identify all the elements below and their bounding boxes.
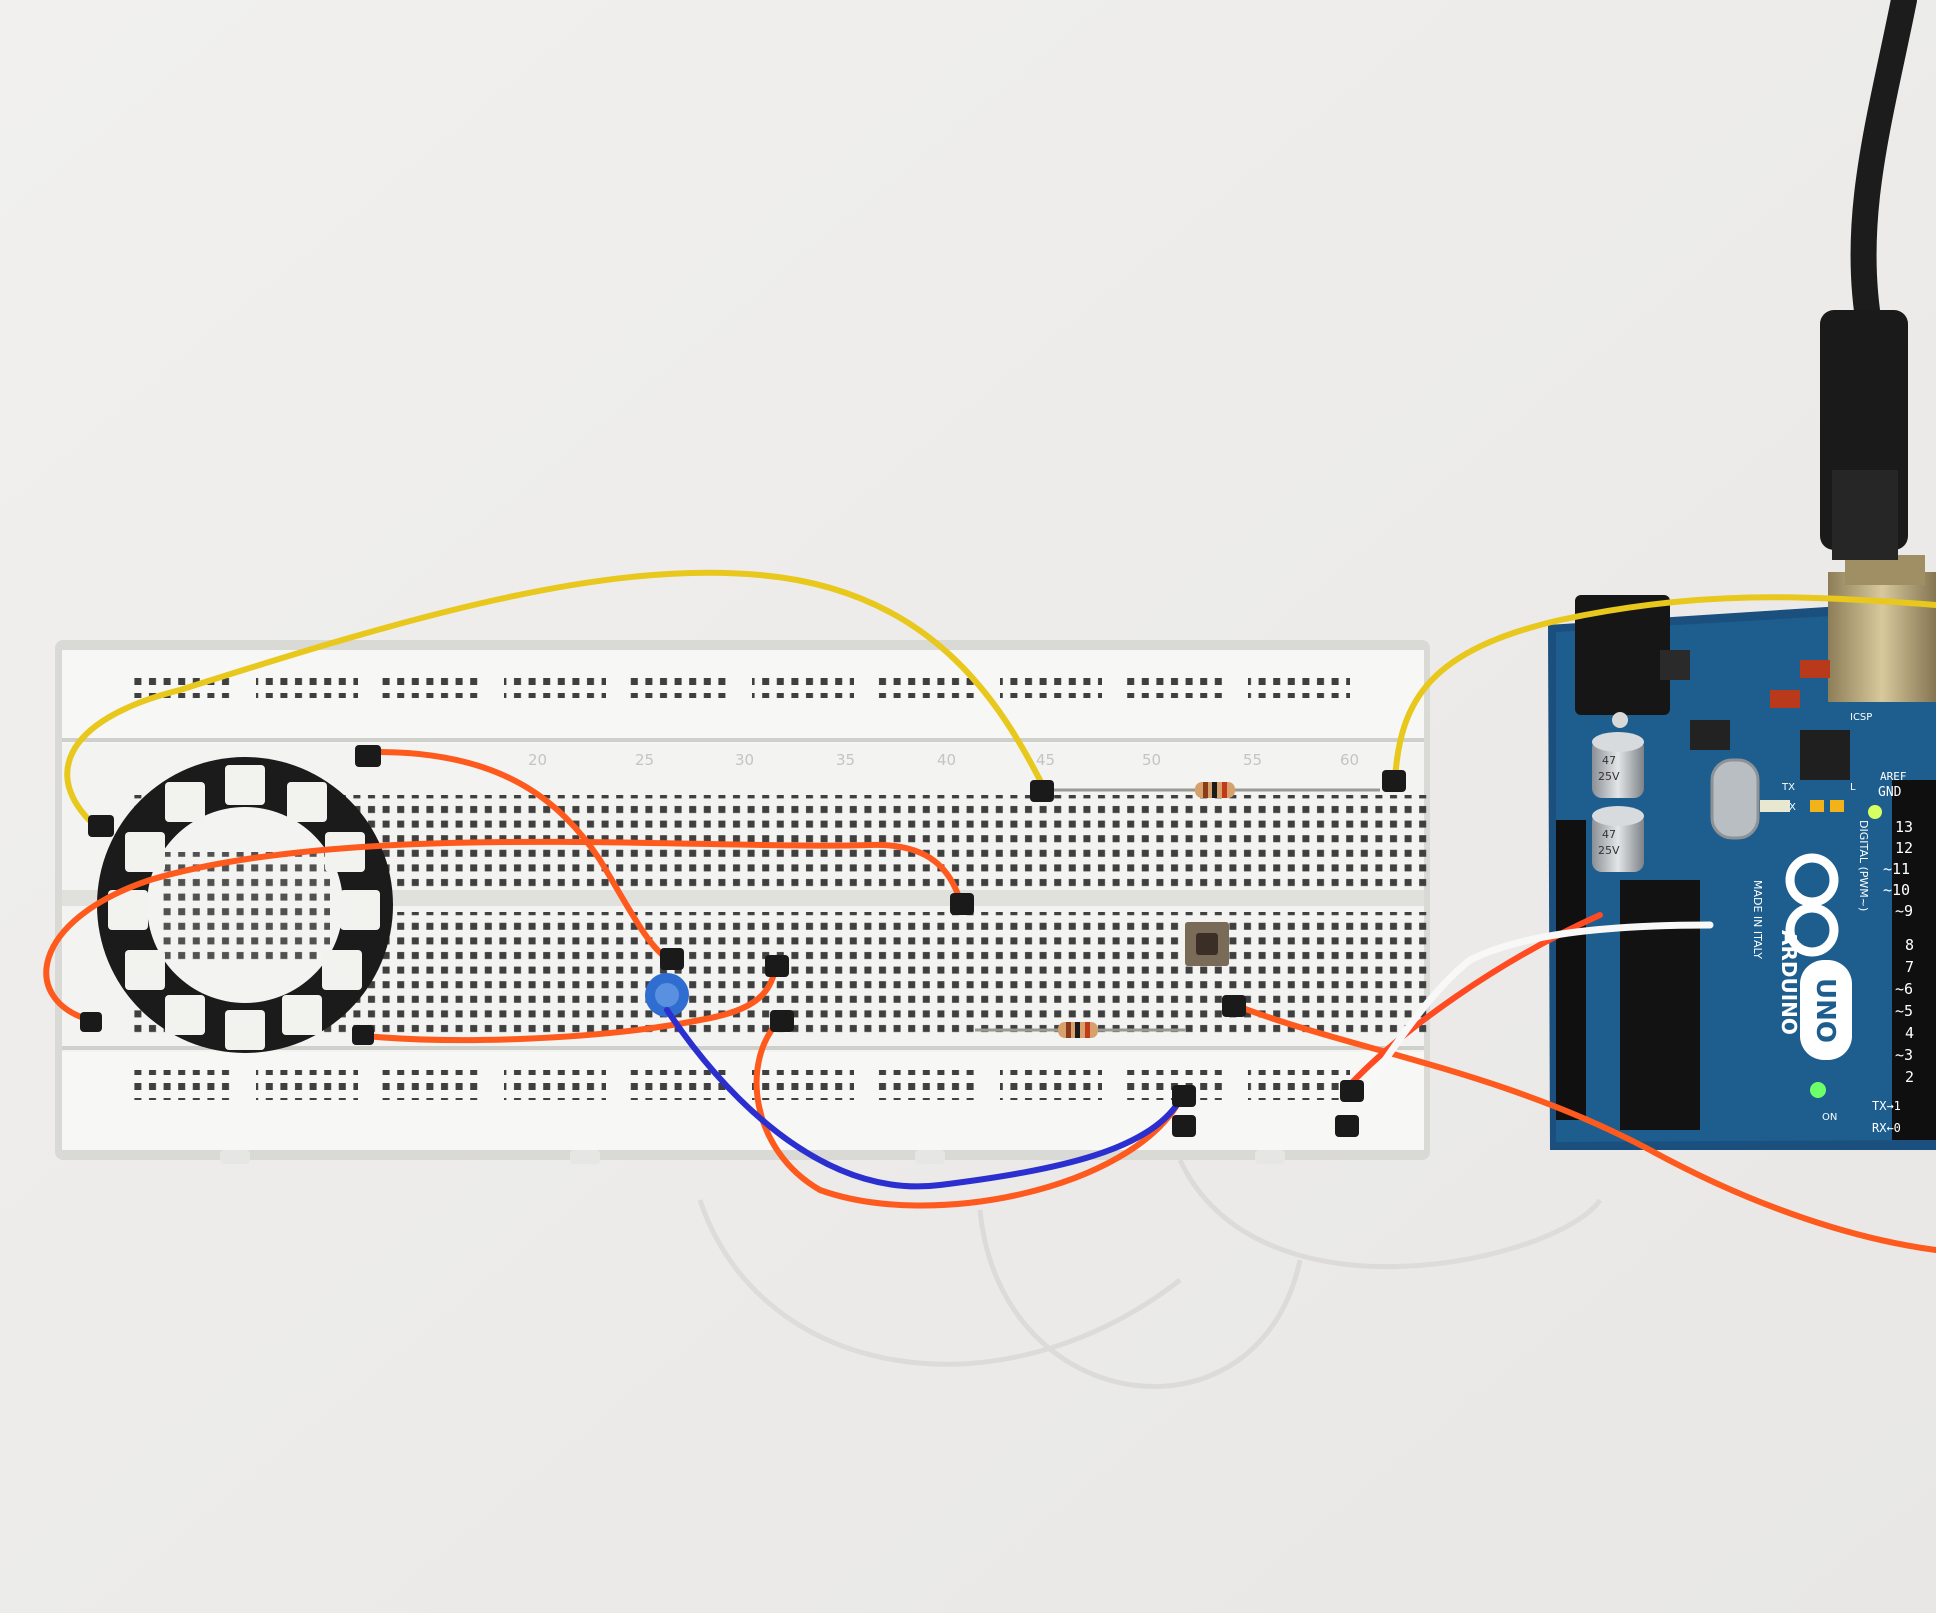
- atmega-chip: [1620, 880, 1700, 1130]
- svg-text:12: 12: [1895, 839, 1913, 857]
- on-led-label: ON: [1822, 1112, 1837, 1123]
- orange-wire: [753, 1017, 1183, 1209]
- svg-text:AREF: AREF: [1880, 770, 1907, 783]
- yellow-wire: [1392, 594, 1936, 783]
- usb-cable: [1820, 0, 1917, 560]
- svg-text:2: 2: [1905, 1068, 1914, 1086]
- svg-text:~5: ~5: [1895, 1002, 1913, 1020]
- arduino-uno-board: 47 25V 47 25V ARDUINO MADE IN ITALY DIGI…: [1548, 555, 1936, 1150]
- column-number: 40: [937, 751, 956, 769]
- svg-text:GND: GND: [1878, 785, 1902, 800]
- svg-text:UNO: UNO: [1810, 978, 1840, 1043]
- uno-badge: UNO: [1800, 960, 1852, 1060]
- jumper-wires: [43, 569, 1936, 1253]
- tx-led-label: TX: [1781, 782, 1795, 793]
- orange-wire: [352, 967, 778, 1043]
- column-number: 60: [1340, 751, 1359, 769]
- icsp-label: ICSP: [1850, 712, 1872, 723]
- svg-text:8: 8: [1905, 936, 1914, 954]
- svg-text:~11: ~11: [1883, 860, 1910, 878]
- digital-header: [1892, 780, 1936, 1140]
- dc-power-jack: [1575, 595, 1670, 715]
- column-number: 50: [1142, 751, 1161, 769]
- column-number: 45: [1036, 751, 1055, 769]
- usb-connector: [1828, 572, 1936, 702]
- svg-text:13: 13: [1895, 818, 1913, 836]
- svg-text:7: 7: [1905, 958, 1914, 976]
- white-wire: [1336, 921, 1714, 1129]
- blue-wire: [664, 1007, 1183, 1190]
- led-pixel-icon: [108, 765, 380, 1050]
- svg-text:~3: ~3: [1895, 1046, 1913, 1064]
- resistor-lower: [975, 1022, 1185, 1038]
- yellow-wire: [64, 569, 1048, 833]
- orange-wire: [43, 838, 963, 1023]
- svg-text:RX←0: RX←0: [1872, 1121, 1901, 1135]
- column-number: 55: [1243, 751, 1262, 769]
- crystal-oscillator: [1710, 758, 1760, 840]
- origin-label: MADE IN ITALY: [1751, 880, 1764, 959]
- blue-capacitor-icon: [645, 973, 689, 1017]
- svg-text:4: 4: [1905, 1024, 1914, 1042]
- column-number: 20: [528, 751, 547, 769]
- capacitor-icon: 47 25V: [1592, 732, 1644, 798]
- resistor-upper: [1040, 782, 1380, 798]
- header-labels: AREF GND 13 12 ~11 ~10 ~9 8 7 ~6 ~5 4 ~3…: [1872, 770, 1914, 1135]
- column-number: 25: [635, 751, 654, 769]
- l-led-label: L: [1850, 782, 1856, 793]
- column-number: 35: [836, 751, 855, 769]
- push-button-icon: [1185, 922, 1229, 966]
- wire-shadows: [697, 1158, 1603, 1389]
- neopixel-ring: [97, 757, 393, 1053]
- svg-text:~10: ~10: [1883, 881, 1910, 899]
- svg-text:~6: ~6: [1895, 980, 1913, 998]
- on-led-icon: [1810, 1082, 1826, 1098]
- svg-text:25V: 25V: [1598, 844, 1620, 857]
- column-number: 30: [735, 751, 754, 769]
- digital-label: DIGITAL (PWM~): [1857, 820, 1870, 911]
- svg-text:47: 47: [1602, 754, 1616, 767]
- orange-wire: [1232, 1002, 1936, 1253]
- l-led-icon: [1868, 805, 1882, 819]
- svg-text:25V: 25V: [1598, 770, 1620, 783]
- svg-text:~9: ~9: [1895, 902, 1913, 920]
- column-numbers: 20 25 30 35 40 45 50 55 60: [528, 751, 1359, 769]
- svg-text:47: 47: [1602, 828, 1616, 841]
- wire-pin-ends: [80, 745, 1406, 1137]
- svg-text:TX→1: TX→1: [1872, 1099, 1901, 1113]
- center-channel: [62, 890, 1424, 906]
- capacitor-icon: 47 25V: [1592, 806, 1644, 872]
- arduino-logo-icon: [1785, 853, 1839, 957]
